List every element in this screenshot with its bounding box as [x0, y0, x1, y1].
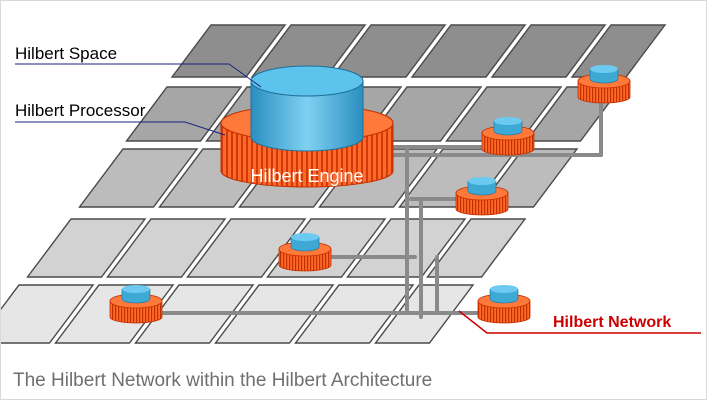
hilbert-engine-label: Hilbert Engine	[250, 166, 363, 186]
hilbert-processor-icon	[109, 285, 163, 324]
hilbert-processor-label: Hilbert Processor	[15, 101, 146, 120]
hilbert-processor-icon	[481, 117, 535, 156]
hilbert-engine-icon	[220, 65, 394, 188]
hilbert-processor-icon	[577, 65, 631, 104]
space-leader-line	[15, 63, 262, 88]
grid-tile	[330, 24, 447, 78]
hilbert-space-label: Hilbert Space	[15, 44, 117, 63]
grid-tile	[1, 284, 95, 344]
grid-tile	[490, 24, 607, 78]
processor-units	[109, 65, 631, 324]
grid-tile	[26, 218, 147, 278]
hilbert-space-pins	[261, 71, 355, 149]
grid-tile	[125, 86, 243, 142]
network-leader-line	[458, 310, 701, 334]
hilbert-processor-icon	[477, 285, 531, 324]
hilbert-architecture-diagram: Hilbert Space Hilbert Processor Hilbert …	[1, 24, 701, 344]
grid-tile	[426, 218, 527, 278]
processor-leader-line	[15, 121, 226, 136]
hilbert-processor-icon	[278, 233, 332, 272]
grid-tile	[186, 218, 307, 278]
grid-tile	[106, 218, 227, 278]
grid-tile	[78, 148, 199, 208]
grid-tile	[410, 24, 527, 78]
hilbert-network-label: Hilbert Network	[553, 314, 671, 331]
figure-caption: The Hilbert Network within the Hilbert A…	[13, 370, 433, 391]
hilbert-processor-icon	[455, 177, 509, 216]
